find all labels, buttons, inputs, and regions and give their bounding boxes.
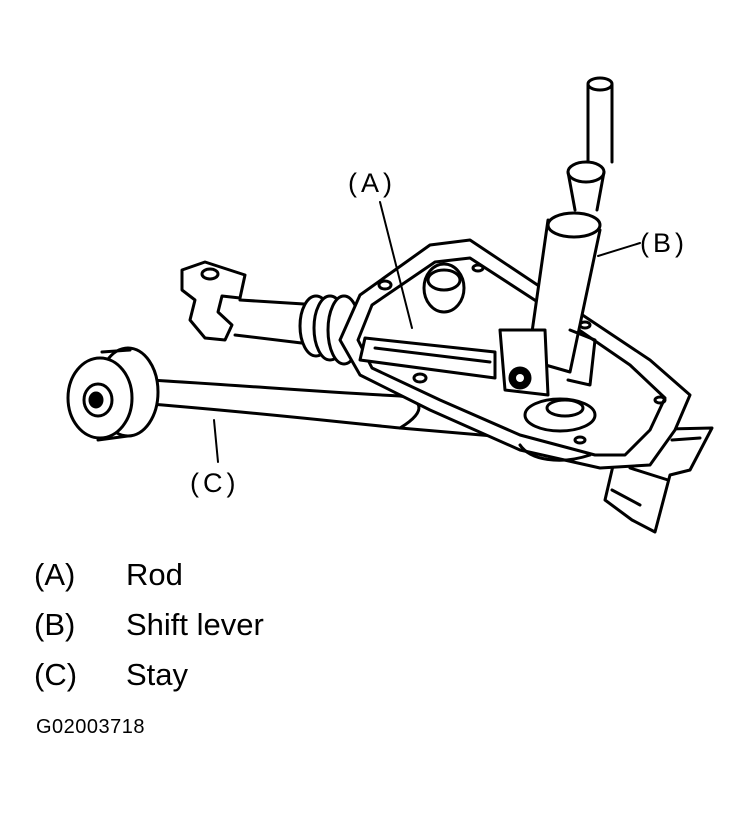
shift-mechanism-diagram: (A) (B) (C) xyxy=(66,76,714,534)
callout-b: (B) xyxy=(640,228,688,258)
callout-a: (A) xyxy=(348,168,396,198)
parts-legend: (A) Rod (B) Shift lever (C) Stay xyxy=(34,550,264,700)
legend-label-a: Rod xyxy=(126,557,183,592)
legend-label-b: Shift lever xyxy=(126,607,264,642)
leader-a xyxy=(379,201,413,329)
leader-c xyxy=(213,419,219,463)
legend-row-c: (C) Stay xyxy=(34,650,264,700)
shift-lever xyxy=(498,76,614,397)
stay-bushing xyxy=(66,346,160,442)
legend-label-c: Stay xyxy=(126,657,189,692)
legend-row-b: (B) Shift lever xyxy=(34,600,264,650)
rod xyxy=(358,336,497,380)
legend-row-a: (A) Rod xyxy=(34,550,264,600)
leader-lines xyxy=(213,201,641,463)
figure-id: G02003718 xyxy=(36,716,146,738)
leader-b xyxy=(597,242,641,257)
legend-key-c: (C) xyxy=(34,657,78,692)
legend-key-b: (B) xyxy=(34,607,76,642)
callout-c: (C) xyxy=(190,468,239,498)
legend-key-a: (A) xyxy=(34,557,76,592)
